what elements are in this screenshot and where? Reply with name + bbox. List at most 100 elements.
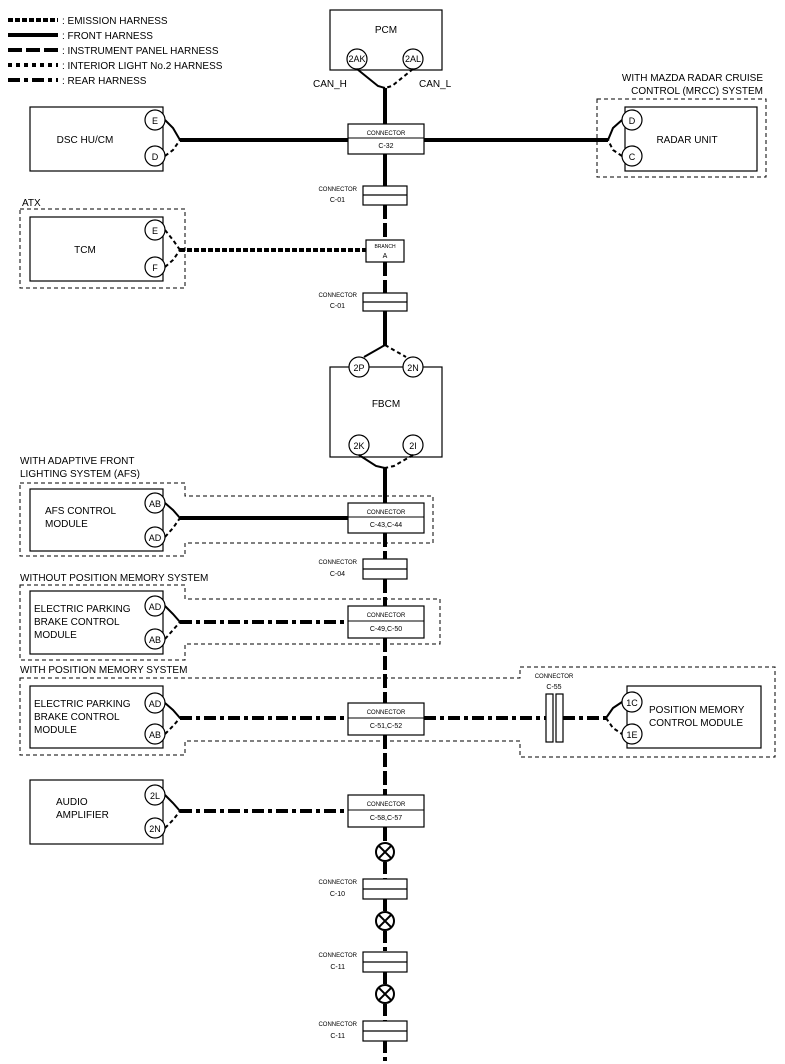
afs-label-line1: AFS CONTROL [45, 506, 117, 517]
connector-c11b-id: C-11 [330, 1033, 345, 1040]
tcm-box [29, 216, 164, 282]
connector-c11-b: CONNECTOR C-11 [318, 1020, 408, 1042]
connector-c04-id: C-04 [330, 571, 345, 578]
twisted-pair-2-icon [375, 911, 395, 931]
audio-label-line1: AUDIO [56, 797, 88, 808]
audio-label-line2: AMPLIFIER [56, 810, 109, 821]
pmcm-pin-1c [621, 691, 643, 713]
epb2-pin-ab-label: AB [149, 730, 161, 740]
fbcm-module: FBCM 2P 2N 2K 2I [329, 344, 443, 469]
connector-c43-id: C-43,C-44 [370, 522, 402, 529]
twisted-pair-3-icon [375, 984, 395, 1004]
pcm-module: PCM 2AK 2AL CAN_H CAN_L [313, 9, 452, 90]
connector-c55-left [545, 693, 554, 743]
branch-word: BRANCH [374, 244, 396, 250]
audio-pin-2l-label: 2L [150, 791, 160, 801]
connector-c58-word: CONNECTOR [367, 802, 406, 808]
tcm-pin-f-label: F [152, 263, 158, 273]
afs-row: WITH ADAPTIVE FRONT LIGHTING SYSTEM (AFS… [19, 456, 434, 557]
connector-c11b-word: CONNECTOR [318, 1022, 357, 1028]
connector-c51-word: CONNECTOR [367, 710, 406, 716]
tcm-module: ATX TCM E F BRANCH A [19, 198, 405, 289]
connector-c04: CONNECTOR C-04 [318, 558, 408, 580]
afs-label-line2: MODULE [45, 519, 88, 530]
pmcm-box [626, 685, 762, 749]
epb2-label-line2: BRAKE CONTROL [34, 712, 120, 723]
epb2-box [29, 685, 164, 749]
connector-c55-id: C-55 [546, 684, 561, 691]
mrcc-title-line1: WITH MAZDA RADAR CRUISE [622, 73, 763, 84]
without-pm-option-frame [19, 584, 441, 661]
connector-c51-c52 [347, 702, 425, 736]
fbcm-pin-2n-label: 2N [407, 363, 419, 373]
connector-c51-id: C-51,C-52 [370, 723, 402, 730]
afs-title-line2: LIGHTING SYSTEM (AFS) [20, 469, 140, 480]
connector-c49-c50 [347, 605, 425, 639]
radar-label: RADAR UNIT [656, 135, 717, 146]
pmcm-pin-1e [621, 723, 643, 745]
connector-c55-right [555, 693, 564, 743]
dsc-module: DSC HU/CM E D [29, 106, 181, 172]
connector-c11a-word: CONNECTOR [318, 953, 357, 959]
connector-c10: CONNECTOR C-10 [318, 878, 408, 900]
legend-instrument-panel-label: : INSTRUMENT PANEL HARNESS [62, 46, 219, 57]
fbcm-pin-2n [402, 356, 424, 378]
epb1-pin-ab-label: AB [149, 635, 161, 645]
radar-pin-d-label: D [629, 116, 636, 126]
twisted-pair-1-icon [375, 842, 395, 862]
epb2-label-line1: ELECTRIC PARKING [34, 699, 131, 710]
afs-option-frame [19, 482, 434, 557]
pcm-pin-2ak-label: 2AK [348, 54, 365, 64]
connector-c01b-word: CONNECTOR [318, 293, 357, 299]
connector-c32-id: C-32 [378, 143, 393, 150]
connector-c01a-word: CONNECTOR [318, 187, 357, 193]
connector-c11a-id: C-11 [330, 964, 345, 971]
epb2-label-line3: MODULE [34, 725, 77, 736]
afs-pin-ab-label: AB [149, 499, 161, 509]
without-pm-title: WITHOUT POSITION MEMORY SYSTEM [20, 573, 208, 584]
epb-with-pm-row: WITH POSITION MEMORY SYSTEM ELECTRIC PAR… [19, 665, 776, 758]
harness-legend: : EMISSION HARNESS : FRONT HARNESS : INS… [8, 16, 223, 87]
c32-row: CONNECTOR C-32 [180, 123, 608, 155]
connector-c43-c44 [347, 502, 425, 534]
atx-title: ATX [22, 198, 41, 209]
pcm-pin-2al-label: 2AL [405, 54, 421, 64]
connector-c49-id: C-49,C-50 [370, 626, 402, 633]
connector-c58-id: C-58,C-57 [370, 815, 402, 822]
radar-module: WITH MAZDA RADAR CRUISE CONTROL (MRCC) S… [596, 73, 767, 178]
connector-c04-word: CONNECTOR [318, 560, 357, 566]
epb-without-pm-row: WITHOUT POSITION MEMORY SYSTEM ELECTRIC … [19, 573, 441, 661]
connector-c01b-id: C-01 [330, 303, 345, 310]
pmcm-label-line2: CONTROL MODULE [649, 718, 743, 729]
epb1-label-line3: MODULE [34, 630, 77, 641]
connector-c49-word: CONNECTOR [367, 613, 406, 619]
legend-rear-label: : REAR HARNESS [62, 76, 147, 87]
connector-c43-word: CONNECTOR [367, 510, 406, 516]
pcm-can-h-label: CAN_H [313, 79, 347, 90]
pcm-label: PCM [375, 25, 397, 36]
epb1-pin-ad-label: AD [149, 602, 162, 612]
connector-c32-word: CONNECTOR [367, 131, 406, 137]
mrcc-title-line2: CONTROL (MRCC) SYSTEM [631, 86, 763, 97]
afs-pin-ad-label: AD [149, 533, 162, 543]
connector-c11-a: CONNECTOR C-11 [318, 951, 408, 973]
afs-title-line1: WITH ADAPTIVE FRONT [20, 456, 134, 467]
connector-c32 [347, 123, 425, 155]
branch-a [365, 239, 405, 263]
connector-c10-word: CONNECTOR [318, 880, 357, 886]
fbcm-pin-2p [348, 356, 370, 378]
dsc-box [29, 106, 164, 172]
audio-box [29, 779, 164, 845]
legend-interior-light-label: : INTERIOR LIGHT No.2 HARNESS [62, 61, 223, 72]
branch-id: A [383, 253, 388, 260]
connector-c58-c57 [347, 794, 425, 828]
tcm-pin-e-label: E [152, 226, 158, 236]
pmcm-pin-1e-label: 1E [626, 730, 637, 740]
epb1-box [29, 590, 164, 655]
legend-front-label: : FRONT HARNESS [62, 31, 153, 42]
audio-pin-2n-label: 2N [149, 824, 161, 834]
radar-pin-c-label: C [629, 152, 636, 162]
dsc-label: DSC HU/CM [57, 135, 114, 146]
epb1-label-line2: BRAKE CONTROL [34, 617, 120, 628]
